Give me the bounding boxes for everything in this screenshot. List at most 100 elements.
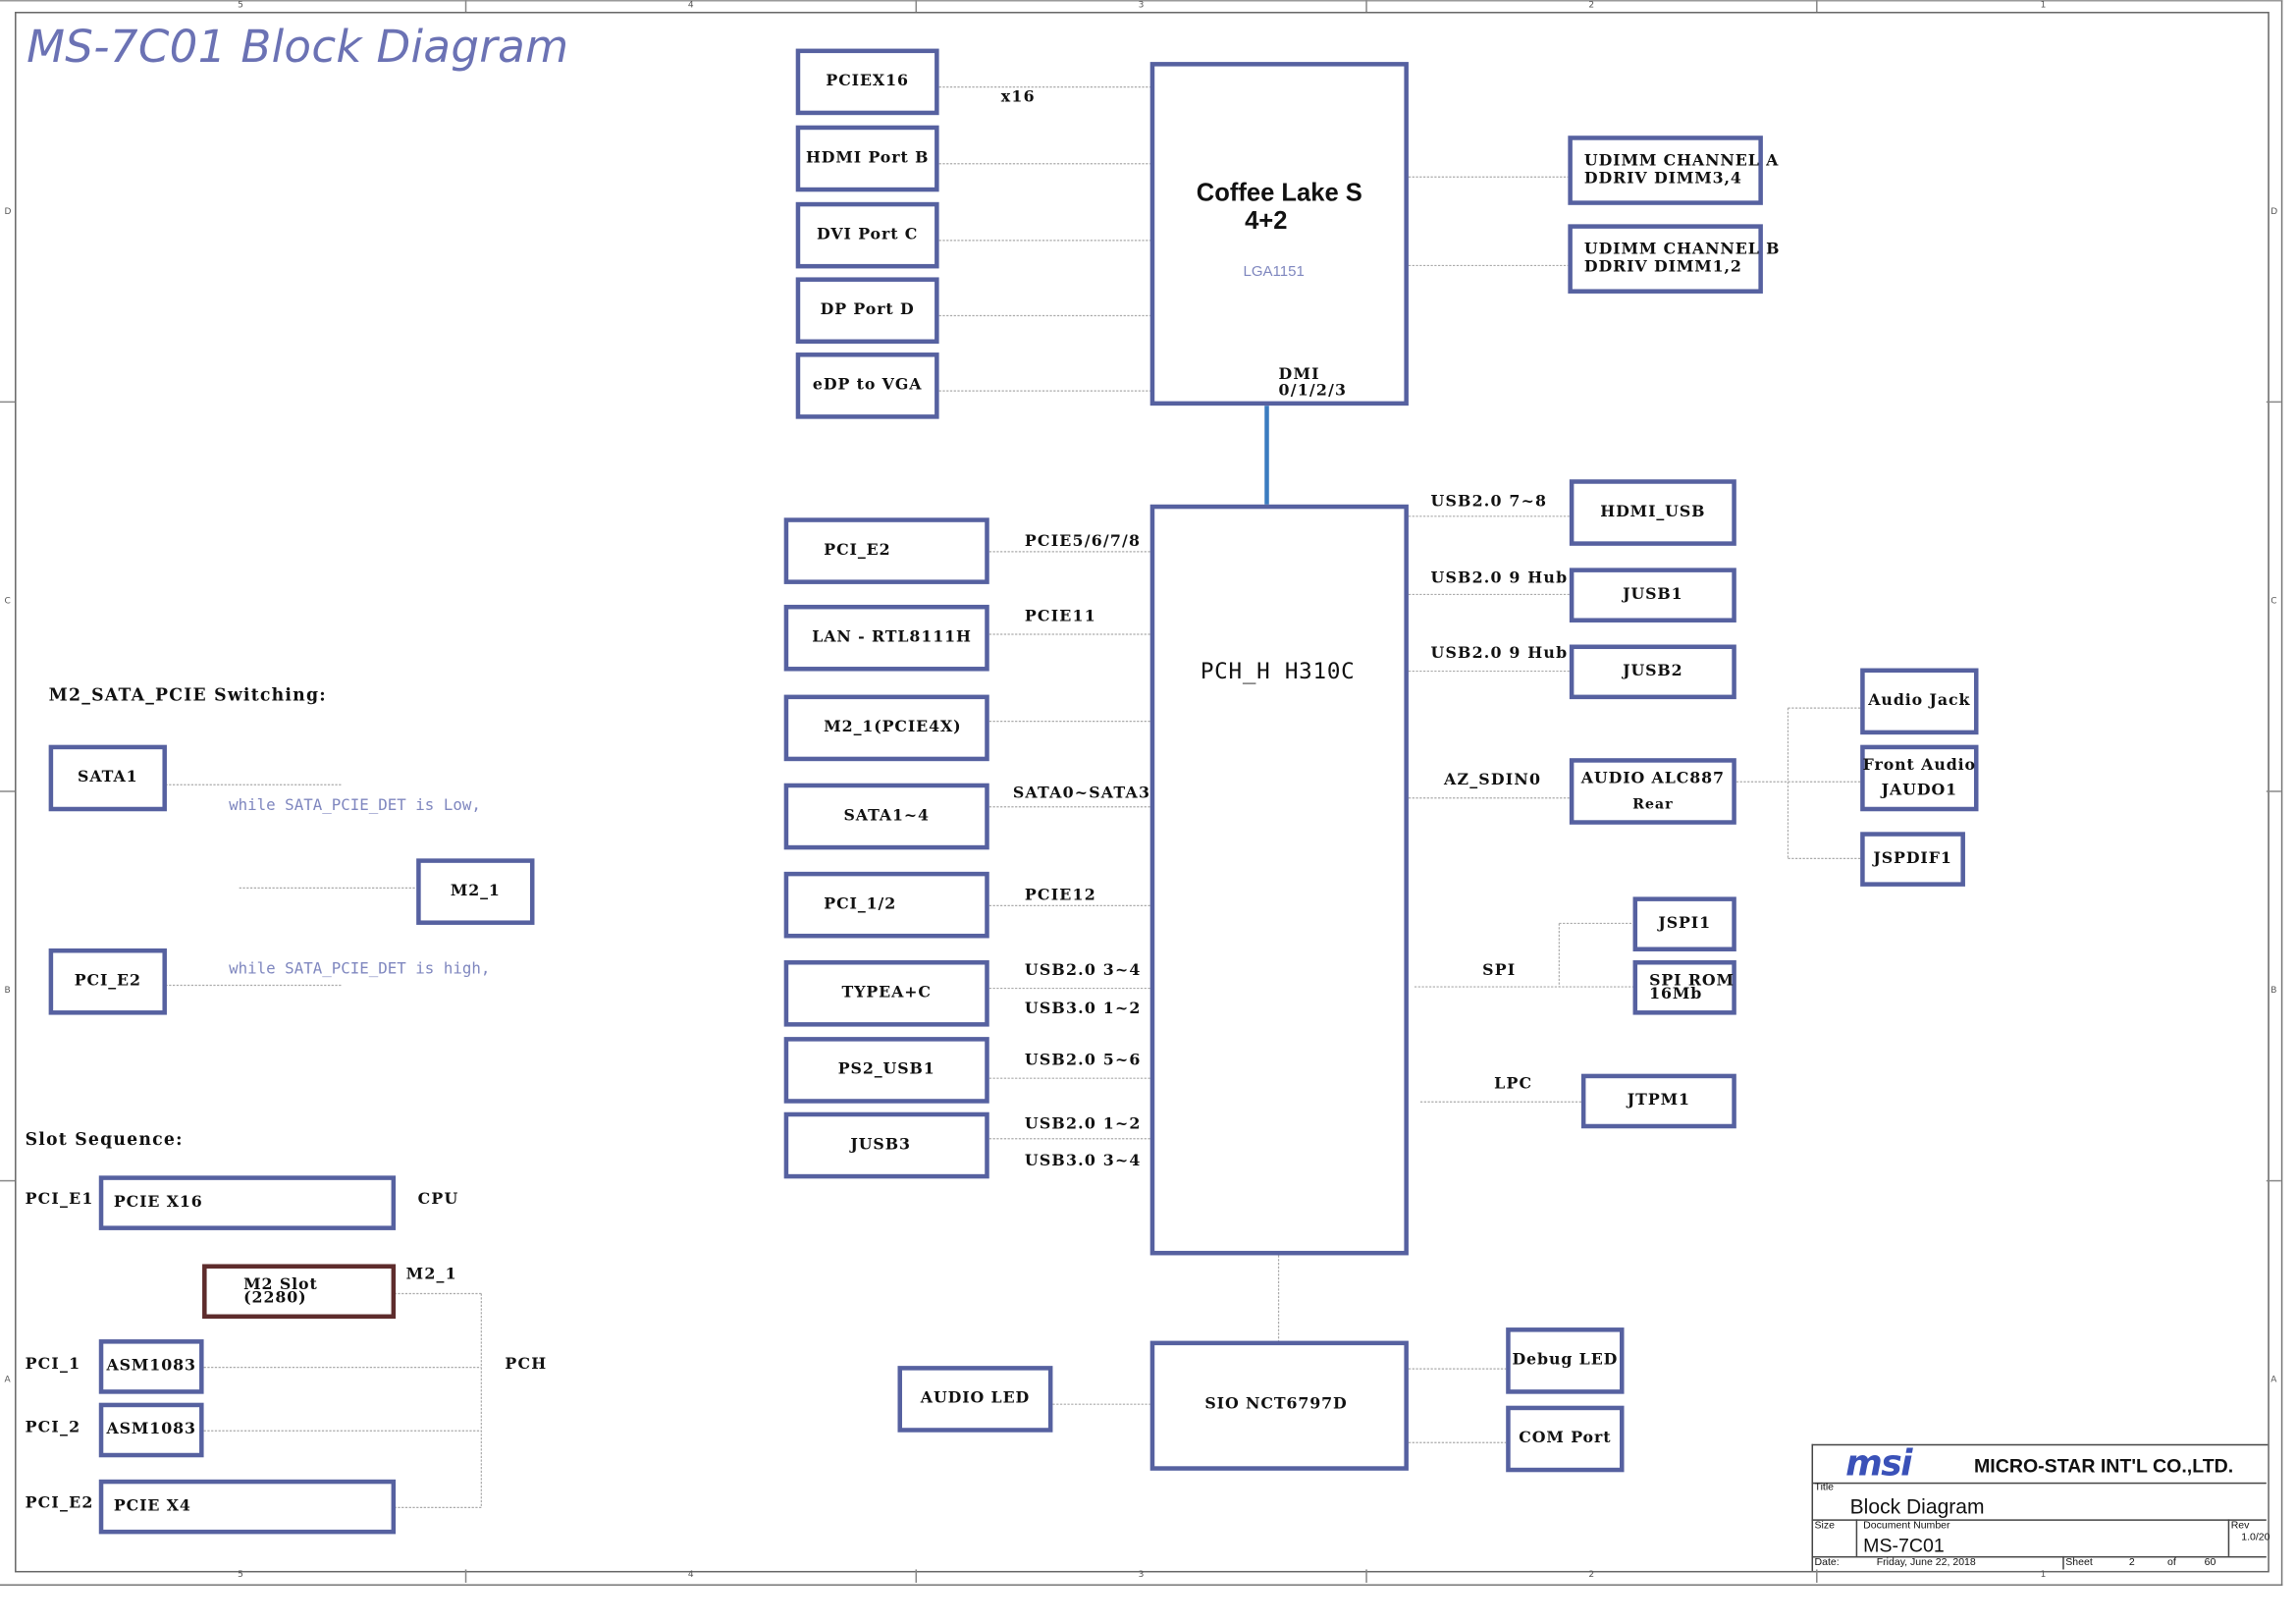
pch-left-link: USB2.0 5~6 xyxy=(1024,1052,1142,1070)
zone-letter: B xyxy=(2270,985,2277,997)
pch-left-lan: LAN - RTL8111H xyxy=(783,604,989,672)
size-label: Size xyxy=(1814,1520,1836,1532)
zone-letter: C xyxy=(4,595,11,607)
revision: 1.0/20 xyxy=(2241,1532,2270,1543)
pch-left-jusb3: JUSB3 xyxy=(783,1111,989,1179)
slot-name: PCI_1 xyxy=(25,1355,81,1374)
sheet-total: 60 xyxy=(2204,1557,2216,1568)
zone-number: 2 xyxy=(1588,1569,1595,1580)
rev-label: Rev xyxy=(2230,1520,2250,1532)
pch-left-link: PCIE11 xyxy=(1024,607,1096,625)
pch-right-link: AZ_SDIN0 xyxy=(1444,771,1542,789)
cpu-left-dp-port-d: DP Port D xyxy=(795,277,939,345)
pch-left-ps2-usb1: PS2_USB1 xyxy=(783,1037,989,1104)
slot-name: PCI_2 xyxy=(25,1419,81,1437)
zone-number: 1 xyxy=(2040,0,2047,11)
of-label: of xyxy=(2167,1557,2176,1568)
pch-left-typea-c: TYPEA+C xyxy=(783,959,989,1027)
pch-right-link: USB2.0 9 Hub xyxy=(1430,568,1569,587)
slot-tag-cpu: CPU xyxy=(417,1190,459,1209)
switching-heading: M2_SATA_PCIE Switching: xyxy=(48,684,327,706)
pch-right-jtpm1: JTPM1 xyxy=(1580,1073,1736,1129)
title-label: Title xyxy=(1814,1482,1835,1493)
switch-note-high: while SATA_PCIE_DET is high, xyxy=(229,959,491,979)
sio-block: SIO NCT6797D xyxy=(1149,1340,1409,1471)
zone-number: 3 xyxy=(1138,0,1145,11)
document-number: MS-7C01 xyxy=(1863,1534,1945,1556)
jspdif1: JSPDIF1 xyxy=(1860,832,1965,887)
pch-left-link: USB3.0 3~4 xyxy=(1024,1152,1142,1170)
company-name: MICRO-STAR INT'L CO.,LTD. xyxy=(1973,1454,2234,1477)
pch-block xyxy=(1149,504,1409,1256)
pch-left-m2-1: M2_1(PCIE4X) xyxy=(783,694,989,762)
msi-logo: msi xyxy=(1842,1442,1943,1484)
pch-right-link: LPC xyxy=(1494,1075,1533,1094)
cpu-block xyxy=(1149,62,1409,406)
zone-letter: D xyxy=(2270,206,2278,217)
com-port: COM Port xyxy=(1506,1405,1625,1473)
pch-right-link: USB2.0 9 Hub xyxy=(1430,644,1569,663)
zone-number: 5 xyxy=(238,1569,243,1580)
sheet-title: Block Diagram xyxy=(1849,1493,1985,1518)
date-label: Date: xyxy=(1814,1557,1840,1568)
slot-name: PCI_E1 xyxy=(25,1190,94,1209)
pch-name: PCH_H H310C xyxy=(1200,658,1356,685)
cpu-socket: LGA1151 xyxy=(1243,263,1305,281)
pch-right-jspi1: JSPI1 xyxy=(1632,896,1736,951)
pch-left-sata: SATA1~4 xyxy=(783,783,989,850)
slot-pcie-x16: PCIE X16 xyxy=(98,1175,397,1230)
pch-right-link: USB2.0 7~8 xyxy=(1430,492,1548,511)
title-block xyxy=(1811,1443,2269,1571)
slot-name: PCI_E2 xyxy=(25,1493,94,1512)
switch-sata1: SATA1 xyxy=(48,744,167,812)
pch-right-jusb2: JUSB2 xyxy=(1569,644,1736,700)
pch-left-link: USB2.0 3~4 xyxy=(1024,961,1142,980)
zone-number: 1 xyxy=(2040,1569,2047,1580)
pch-left-pci-1-2: PCI_1/2 xyxy=(783,871,989,939)
sheet-label: Sheet xyxy=(2065,1557,2093,1568)
cpu-left-edp-to-vga: eDP to VGA xyxy=(795,352,939,419)
audio-jack: Audio Jack xyxy=(1860,668,1979,735)
switch-note-low: while SATA_PCIE_DET is Low, xyxy=(229,796,481,815)
zone-number: 3 xyxy=(1138,1569,1145,1580)
slot-pcie-x4: PCIE X4 xyxy=(98,1479,397,1535)
pch-left-link: PCIE5/6/7/8 xyxy=(1024,532,1142,551)
zone-number: 5 xyxy=(238,0,243,11)
pch-left-link: USB2.0 1~2 xyxy=(1024,1114,1142,1133)
zone-letter: B xyxy=(4,985,11,997)
slot-sequence-heading: Slot Sequence: xyxy=(25,1128,184,1150)
switch-m2-1: M2_1 xyxy=(416,858,535,925)
svg-text:msi: msi xyxy=(1845,1447,1913,1480)
slot-asm1083-2: ASM1083 xyxy=(98,1402,204,1458)
cpu-left-hdmi-port-b: HDMI Port B xyxy=(795,125,939,192)
pch-right-hdmi-usb: HDMI_USB xyxy=(1569,479,1736,546)
sheet-frame xyxy=(0,0,2283,1586)
pch-left-link: USB3.0 1~2 xyxy=(1024,1000,1142,1018)
cpu-dmi-label: DMI 0/1/2/3 xyxy=(1278,365,1348,401)
zone-letter: A xyxy=(2270,1375,2277,1385)
audio-led: AUDIO LED xyxy=(897,1366,1053,1433)
pch-left-pci-e2: PCI_E2 xyxy=(783,517,989,584)
zone-letter: D xyxy=(4,206,12,217)
sheet-number: 2 xyxy=(2128,1557,2135,1568)
slot-tag-m2-1: M2_1 xyxy=(405,1265,457,1284)
switch-pci-e2: PCI_E2 xyxy=(48,947,167,1015)
pch-right-jusb1: JUSB1 xyxy=(1569,568,1736,623)
pch-left-link: PCIE12 xyxy=(1024,886,1096,904)
diagram-title: MS-7C01 Block Diagram xyxy=(27,22,569,75)
slot-m2: M2 Slot(2280) xyxy=(202,1264,397,1320)
debug-led: Debug LED xyxy=(1506,1327,1625,1394)
date: Friday, June 22, 2018 xyxy=(1876,1557,1976,1568)
cpu-left-dvi-port-c: DVI Port C xyxy=(795,201,939,269)
pch-right-link: SPI xyxy=(1482,961,1517,980)
slot-asm1083-1: ASM1083 xyxy=(98,1339,204,1394)
x16-link-label: x16 xyxy=(1000,88,1036,107)
pch-left-link: SATA0~SATA3 xyxy=(1012,785,1151,803)
cpu-name: Coffee Lake S 4+2 xyxy=(1196,178,1362,235)
